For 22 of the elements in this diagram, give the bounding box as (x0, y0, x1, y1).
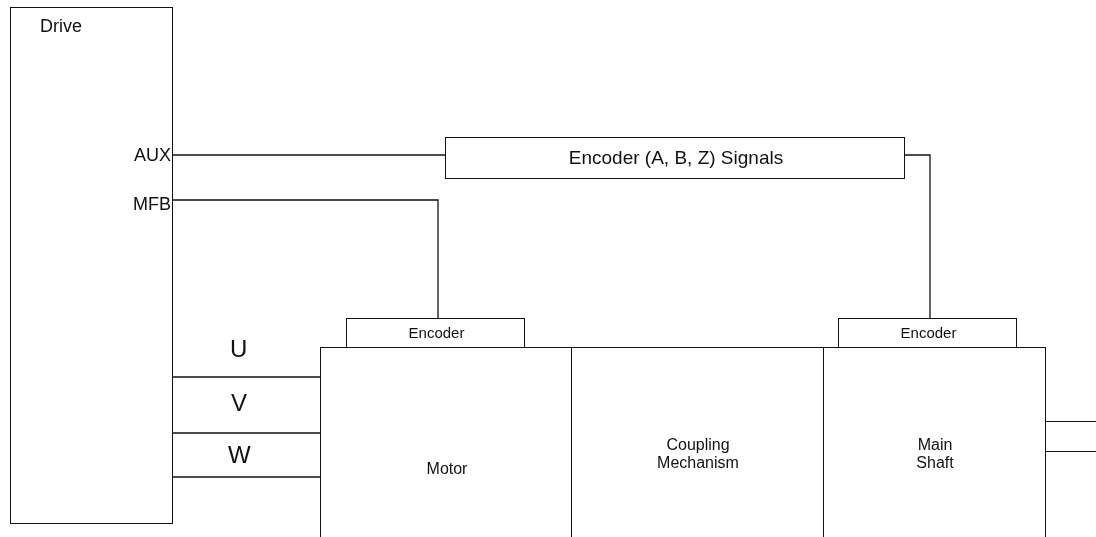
encoder-box (838, 318, 1017, 348)
port-label: AUX (133, 145, 171, 166)
drive-box (10, 7, 173, 524)
wire (172, 476, 321, 478)
port-label: MFB (132, 194, 171, 215)
signal-label: Encoder (A, B, Z) Signals (567, 147, 785, 169)
wire (172, 432, 321, 434)
wire (904, 154, 931, 319)
shaft-end-bar (1045, 421, 1096, 452)
wire (172, 376, 321, 378)
encoder-label: Encoder (407, 324, 466, 342)
shaft-box (823, 347, 1046, 537)
motor-box (320, 347, 572, 537)
coupling-label: Coupling Mechanism (656, 436, 740, 473)
encoder-label: Encoder (899, 324, 958, 342)
encoder-box (346, 318, 525, 348)
motor-label: Motor (425, 460, 469, 479)
signal-box (445, 137, 905, 179)
wire (172, 199, 439, 319)
drive-label: Drive (39, 16, 83, 37)
wire (172, 154, 446, 156)
shaft-label: Main Shaft (915, 436, 955, 473)
